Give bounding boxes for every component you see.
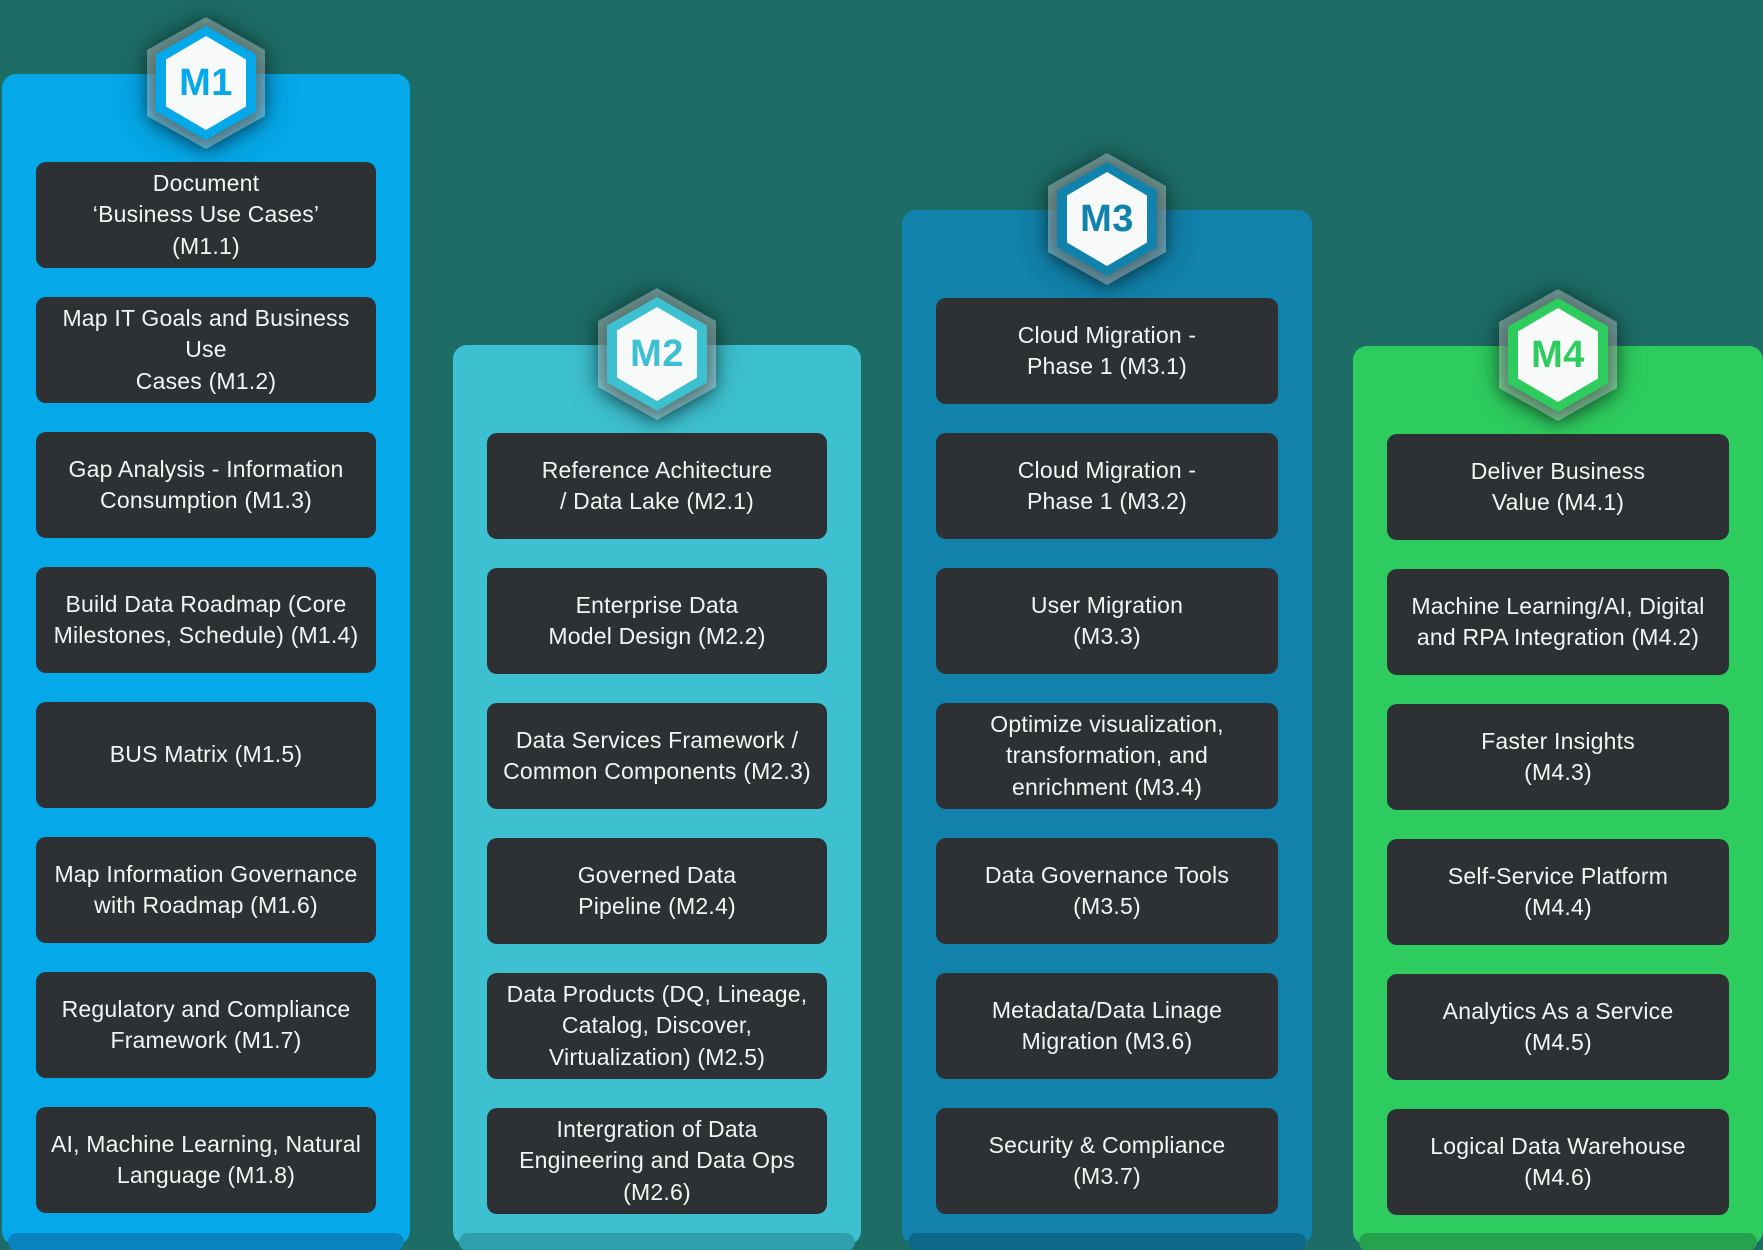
task-box-m2-5: Data Products (DQ, Lineage, Catalog, Dis… — [487, 973, 827, 1079]
task-box-m4-2: Machine Learning/AI, Digital and RPA Int… — [1387, 569, 1729, 675]
task-list-m4: Deliver Business Value (M4.1) Machine Le… — [1353, 346, 1763, 1215]
task-box-m1-5: BUS Matrix (M1.5) — [36, 702, 376, 808]
hexagon-border: M2 — [607, 297, 707, 411]
milestone-badge-m1: M1 — [147, 17, 265, 149]
task-box-m2-4: Governed Data Pipeline (M2.4) — [487, 838, 827, 944]
task-box-m4-5: Analytics As a Service (M4.5) — [1387, 974, 1729, 1080]
hexagon-face: M2 — [617, 307, 697, 401]
hexagon-border: M3 — [1057, 162, 1157, 276]
hexagon-face: M3 — [1067, 172, 1147, 266]
task-list-m3: Cloud Migration - Phase 1 (M3.1) Cloud M… — [902, 210, 1312, 1214]
hexagon-glow: M3 — [1048, 153, 1166, 285]
task-box-m1-7: Regulatory and Compliance Framework (M1.… — [36, 972, 376, 1078]
task-box-m4-6: Logical Data Warehouse (M4.6) — [1387, 1109, 1729, 1215]
hexagon-border: M1 — [156, 26, 256, 140]
task-box-m1-4: Build Data Roadmap (Core Milestones, Sch… — [36, 567, 376, 673]
column-m1: M1 Document ‘Business Use Cases’ (M1.1) … — [2, 17, 410, 1250]
milestone-badge-m3: M3 — [1048, 153, 1166, 285]
milestone-badge-label: M2 — [630, 332, 684, 375]
column-m2: M2 Reference Achitecture / Data Lake (M2… — [453, 288, 861, 1250]
milestone-badge-label: M3 — [1080, 197, 1134, 240]
task-box-m1-3: Gap Analysis - Information Consumption (… — [36, 432, 376, 538]
task-box-m4-3: Faster Insights (M4.3) — [1387, 704, 1729, 810]
hexagon-border: M4 — [1508, 298, 1608, 412]
hexagon-face: M1 — [166, 36, 246, 130]
task-box-m2-2: Enterprise Data Model Design (M2.2) — [487, 568, 827, 674]
task-box-m3-3: User Migration (M3.3) — [936, 568, 1278, 674]
task-box-m4-4: Self-Service Platform (M4.4) — [1387, 839, 1729, 945]
task-list-m1: Document ‘Business Use Cases’ (M1.1) Map… — [2, 74, 410, 1213]
task-box-m3-5: Data Governance Tools (M3.5) — [936, 838, 1278, 944]
hexagon-glow: M2 — [598, 288, 716, 420]
task-box-m1-6: Map Information Governance with Roadmap … — [36, 837, 376, 943]
task-box-m3-6: Metadata/Data Linage Migration (M3.6) — [936, 973, 1278, 1079]
task-box-m2-6: Intergration of Data Engineering and Dat… — [487, 1108, 827, 1214]
task-box-m2-1: Reference Achitecture / Data Lake (M2.1) — [487, 433, 827, 539]
task-box-m3-1: Cloud Migration - Phase 1 (M3.1) — [936, 298, 1278, 404]
task-box-m1-2: Map IT Goals and Business Use Cases (M1.… — [36, 297, 376, 403]
task-box-m1-8: AI, Machine Learning, Natural Language (… — [36, 1107, 376, 1213]
task-list-m2: Reference Achitecture / Data Lake (M2.1)… — [453, 345, 861, 1214]
task-box-m3-7: Security & Compliance (M3.7) — [936, 1108, 1278, 1214]
hexagon-glow: M1 — [147, 17, 265, 149]
task-box-m3-4: Optimize visualization, transformation, … — [936, 703, 1278, 809]
milestone-badge-label: M4 — [1531, 333, 1585, 376]
task-box-m4-1: Deliver Business Value (M4.1) — [1387, 434, 1729, 540]
task-box-m2-3: Data Services Framework / Common Compone… — [487, 703, 827, 809]
milestone-badge-label: M1 — [179, 61, 233, 104]
task-box-m1-1: Document ‘Business Use Cases’ (M1.1) — [36, 162, 376, 268]
milestone-badge-m2: M2 — [598, 288, 716, 420]
hexagon-face: M4 — [1518, 308, 1598, 402]
hexagon-glow: M4 — [1499, 289, 1617, 421]
column-m3: M3 Cloud Migration - Phase 1 (M3.1) Clou… — [902, 153, 1312, 1250]
task-box-m3-2: Cloud Migration - Phase 1 (M3.2) — [936, 433, 1278, 539]
column-m4: M4 Deliver Business Value (M4.1) Machine… — [1353, 289, 1763, 1250]
milestone-badge-m4: M4 — [1499, 289, 1617, 421]
